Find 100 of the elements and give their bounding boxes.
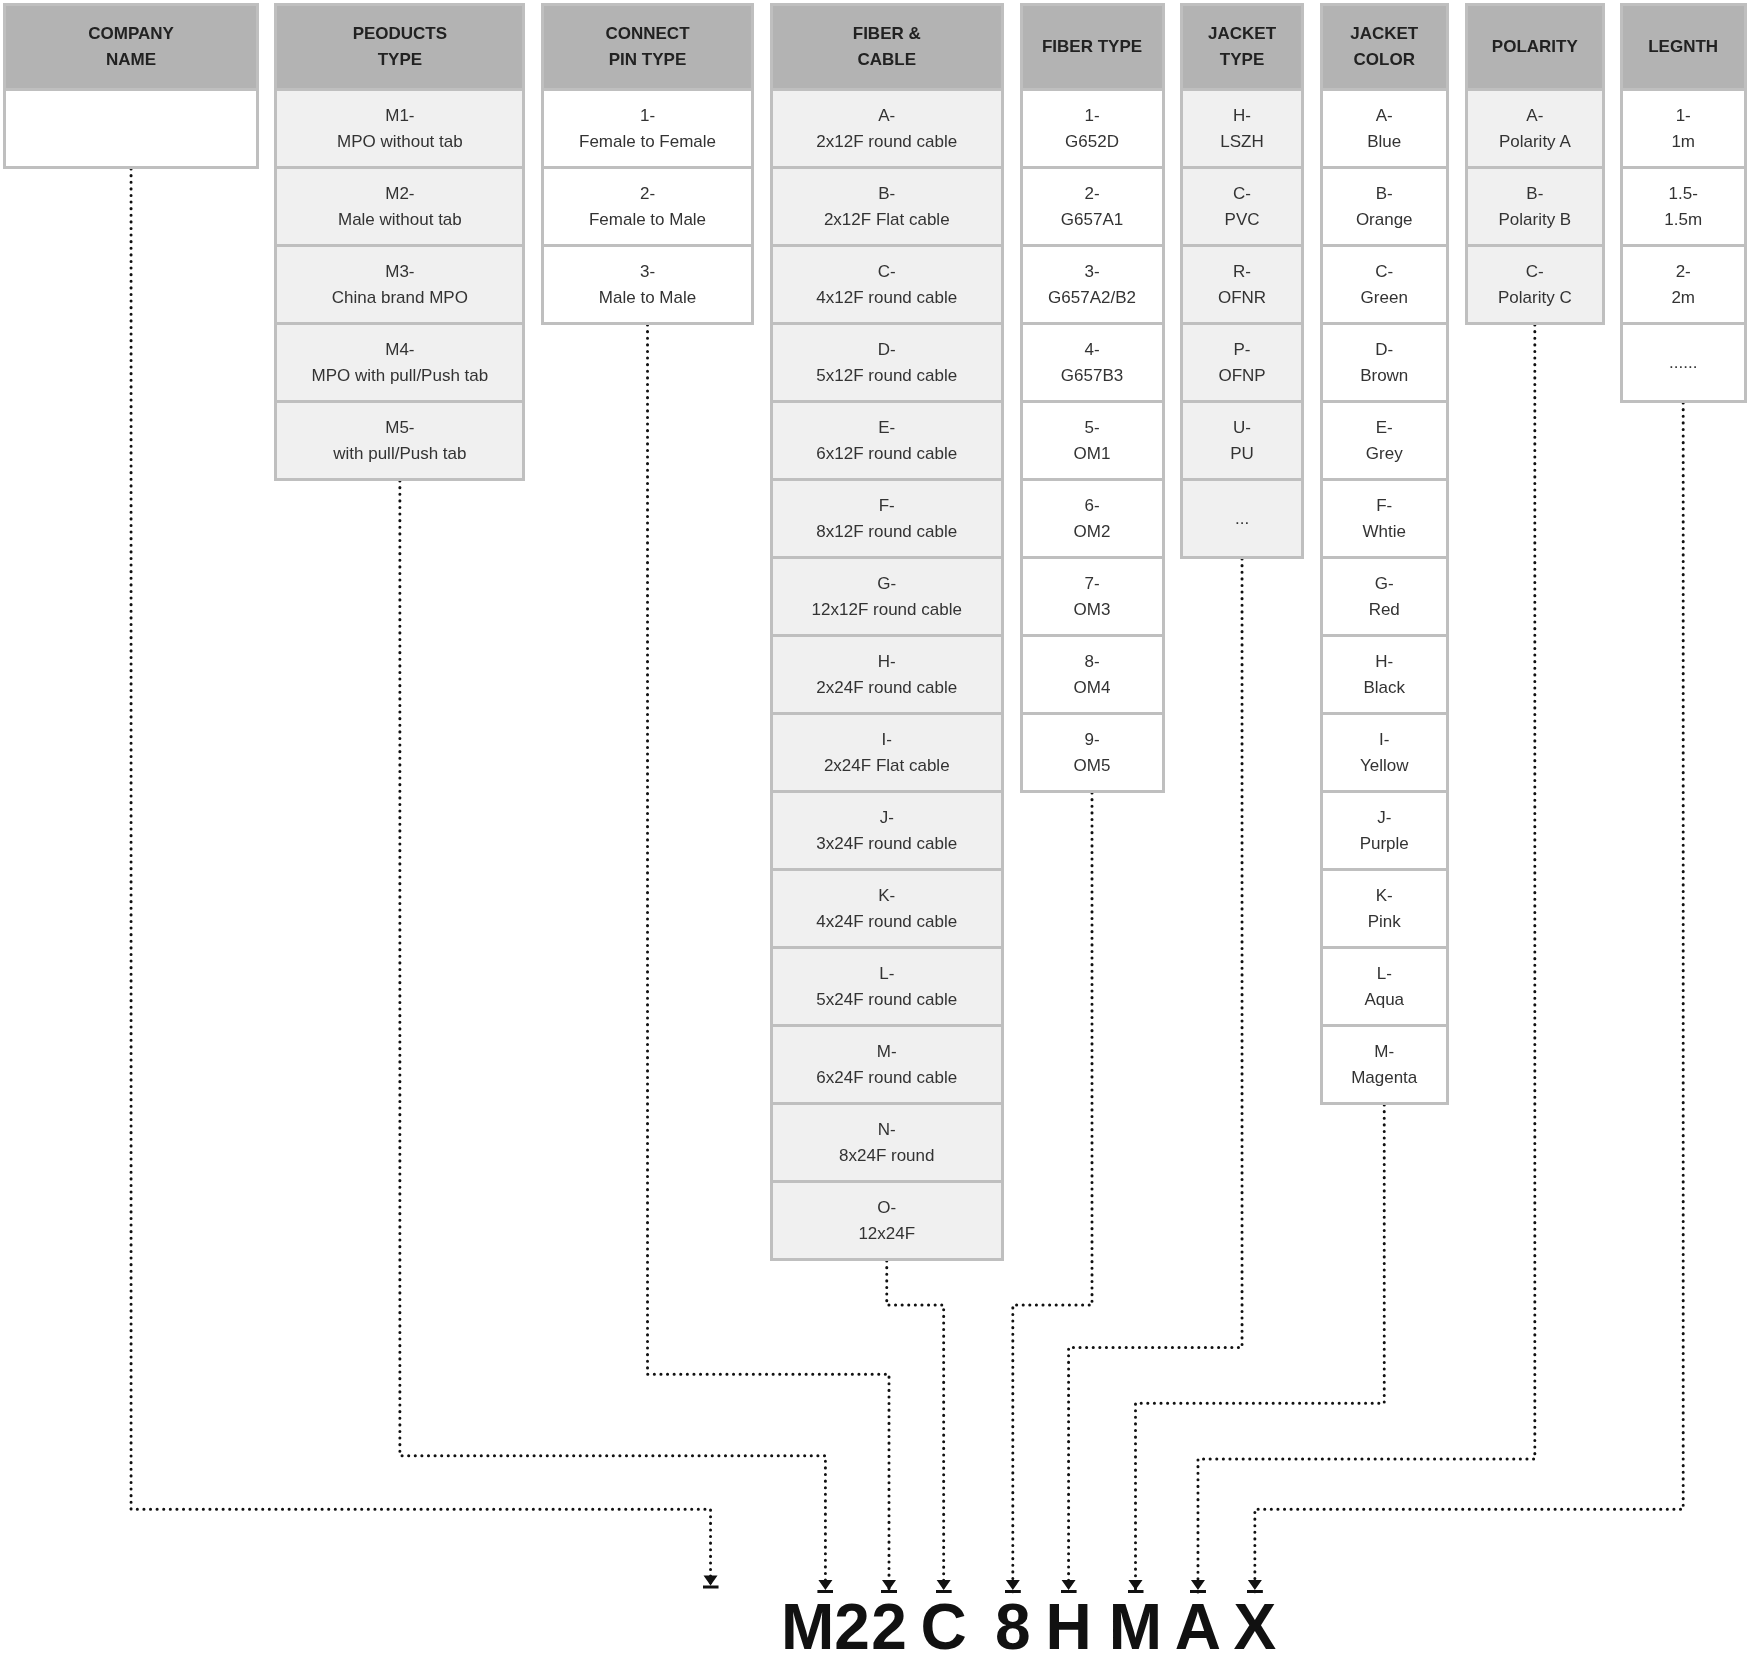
table-cell	[544, 169, 752, 244]
table-cell	[1022, 169, 1162, 244]
column-header: CONNECT PIN TYPE	[544, 6, 752, 88]
table-cell	[1183, 169, 1301, 244]
option-code: M2-	[385, 182, 415, 205]
table-column	[274, 3, 526, 481]
column-header: FIBER & CABLE	[772, 6, 1001, 88]
option-code: A-	[878, 104, 896, 127]
option-label: Yellow	[1359, 754, 1409, 777]
option-label: 8x12F round cable	[816, 520, 958, 543]
option-code: O-	[877, 1196, 897, 1219]
column-header: JACKET COLOR	[1322, 6, 1446, 88]
option-label: OFNP	[1218, 364, 1266, 387]
option-code: I-	[1379, 728, 1390, 751]
code-letter: 2	[871, 1595, 907, 1660]
option-code: F-	[1376, 494, 1393, 517]
table-cell	[1622, 247, 1744, 322]
option-label: OM3	[1073, 598, 1111, 621]
option-label: Aqua	[1364, 988, 1405, 1011]
table-cell	[1322, 949, 1446, 1024]
table-cell	[1022, 637, 1162, 712]
option-code: B-	[878, 182, 896, 205]
table-cell	[1622, 325, 1744, 400]
table-cell	[1322, 793, 1446, 868]
code-letter: M	[1108, 1595, 1163, 1660]
code-letter: A	[1174, 1595, 1222, 1660]
option-code: M-	[876, 1040, 897, 1063]
option-code: M5-	[385, 416, 415, 439]
option-code: 1-	[1084, 104, 1100, 127]
table-cell	[772, 637, 1001, 712]
code-letter: X	[1233, 1595, 1277, 1660]
option-label: LSZH	[1220, 130, 1264, 153]
table-cell	[1322, 247, 1446, 322]
option-code: A-	[1375, 104, 1393, 127]
option-label: 6x12F round cable	[816, 442, 958, 465]
option-code: B-	[1375, 182, 1393, 205]
option-code: D-	[877, 338, 896, 361]
option-code: C-	[1233, 182, 1251, 205]
table-column	[1180, 3, 1304, 559]
option-label: OM2	[1073, 520, 1111, 543]
option-label: 2x12F Flat cable	[823, 208, 950, 231]
table-cell	[772, 793, 1001, 868]
option-code: 2-	[639, 182, 656, 205]
code-letter: M2	[780, 1595, 870, 1660]
table-cell	[772, 247, 1001, 322]
option-code: ...	[1234, 507, 1250, 530]
option-label: 4x24F round cable	[816, 910, 958, 933]
option-code: N-	[877, 1118, 896, 1141]
table-cell	[1022, 559, 1162, 634]
option-code: H-	[1233, 104, 1251, 127]
option-code: J-	[879, 806, 894, 829]
table-cell	[772, 949, 1001, 1024]
table-cell	[772, 169, 1001, 244]
option-label: Grey	[1365, 442, 1403, 465]
option-code: 9-	[1084, 728, 1100, 751]
column-header: JACKET TYPE	[1183, 6, 1301, 88]
column-header: POLARITY	[1467, 6, 1603, 88]
option-label: 6x24F round cable	[816, 1066, 958, 1089]
table-cell	[1322, 637, 1446, 712]
table-column	[1464, 3, 1606, 325]
option-label: OFNR	[1217, 286, 1267, 309]
option-label: Blue	[1367, 130, 1402, 153]
table-column	[769, 3, 1004, 1261]
option-code: ......	[1669, 351, 1698, 374]
table-cell	[772, 403, 1001, 478]
option-label: MPO with pull/Push tab	[311, 364, 489, 387]
column-header: FIBER TYPE	[1022, 6, 1162, 88]
table-cell	[1322, 1027, 1446, 1102]
table-cell	[1183, 91, 1301, 166]
code-letter: 8	[995, 1595, 1031, 1660]
option-label: 5x24F round cable	[816, 988, 958, 1011]
table-cell	[1022, 247, 1162, 322]
table-cell	[1022, 403, 1162, 478]
option-code: L-	[1376, 962, 1392, 985]
column-header: PEODUCTS TYPE	[277, 6, 523, 88]
table-cell	[772, 559, 1001, 634]
table-cell	[1622, 169, 1744, 244]
table-cell	[1183, 403, 1301, 478]
option-label: 5x12F round cable	[816, 364, 958, 387]
table-cell	[1322, 871, 1446, 946]
option-label: OM1	[1073, 442, 1111, 465]
table-cell	[1322, 169, 1446, 244]
option-label: PU	[1230, 442, 1254, 465]
option-code: D-	[1375, 338, 1394, 361]
option-label: 8x24F round	[839, 1144, 935, 1167]
option-label: 1m	[1671, 130, 1695, 153]
option-code: C-	[1525, 260, 1544, 283]
option-code: M-	[1374, 1040, 1395, 1063]
option-code: P-	[1233, 338, 1251, 361]
table-column	[3, 3, 259, 169]
table-cell	[772, 871, 1001, 946]
option-label: 2m	[1671, 286, 1695, 309]
option-label: Red	[1368, 598, 1400, 621]
table-cell	[1467, 91, 1603, 166]
option-label: 1.5m	[1664, 208, 1703, 231]
option-label: Purple	[1359, 832, 1409, 855]
option-code: 2-	[1084, 182, 1100, 205]
table-cell	[277, 325, 523, 400]
option-label: G657A1	[1060, 208, 1124, 231]
option-label: with pull/Push tab	[333, 442, 467, 465]
